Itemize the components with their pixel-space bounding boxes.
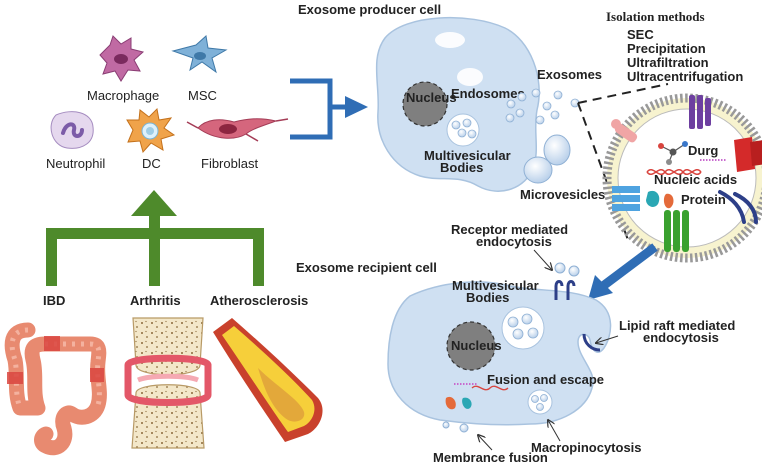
protein-cargo-icon bbox=[646, 190, 674, 209]
macrophage-label: Macrophage bbox=[87, 88, 159, 103]
producer-mvb-label-2: Bodies bbox=[440, 160, 483, 175]
receptor-label-2: endocytosis bbox=[476, 234, 552, 249]
fibroblast-label: Fibroblast bbox=[201, 156, 258, 171]
protein-label: Protein bbox=[681, 192, 726, 207]
producer-cell bbox=[375, 16, 540, 192]
isolation-method-precipitation: Precipitation bbox=[627, 41, 706, 56]
fibroblast-icon bbox=[186, 118, 289, 142]
lipid-raft-label-1: Lipid raft mediated bbox=[619, 318, 735, 333]
membrane-protein-pink bbox=[611, 119, 638, 143]
recipient-mvb-label-1: Multivesicular bbox=[452, 278, 539, 293]
receptor-endocytosis-icon bbox=[554, 262, 580, 300]
artery-icon bbox=[213, 318, 323, 442]
joint-icon bbox=[124, 317, 212, 449]
macropinocytosis-icon bbox=[527, 389, 553, 415]
released-cargo-icon bbox=[445, 383, 509, 410]
recipient-title: Exosome recipient cell bbox=[296, 260, 437, 275]
neutrophil-label: Neutrophil bbox=[46, 156, 105, 171]
exosome-to-recipient-arrow bbox=[588, 243, 658, 300]
cells-to-producer-arrow bbox=[290, 78, 368, 140]
microvesicles-label: Microvesicles bbox=[520, 187, 605, 202]
macropinocytosis-label: Macropinocytosis bbox=[531, 440, 642, 455]
isolation-method-ultracentrifugation: Ultracentrifugation bbox=[627, 69, 743, 84]
producer-nucleus bbox=[402, 81, 448, 127]
exosomes-label: Exosomes bbox=[537, 67, 602, 82]
dc-label: DC bbox=[142, 156, 161, 171]
membrane-protein-purple bbox=[689, 95, 711, 129]
recipient-nucleus bbox=[446, 321, 496, 371]
recipient-cell bbox=[387, 281, 612, 426]
recipient-mvb bbox=[501, 306, 545, 350]
colon-icon bbox=[4, 322, 107, 456]
membrane-fusion-label: Membrance fusion bbox=[433, 450, 548, 465]
fusion-escape-label: Fusion and escape bbox=[487, 372, 604, 387]
neutrophil-icon bbox=[50, 111, 94, 149]
disease-to-cells-arrow bbox=[46, 190, 264, 286]
msc-label: MSC bbox=[188, 88, 217, 103]
atherosclerosis-label: Atherosclerosis bbox=[210, 293, 308, 308]
macrophage-icon bbox=[99, 35, 145, 82]
msc-icon bbox=[171, 35, 228, 74]
membrane-receptor-navy bbox=[718, 190, 758, 224]
producer-title: Exosome producer cell bbox=[298, 2, 441, 17]
exosome-vesicles bbox=[505, 88, 580, 125]
receptor-label-1: Receptor mediated bbox=[451, 222, 568, 237]
exosome-zoom bbox=[602, 93, 762, 263]
producer-mvb bbox=[446, 113, 480, 147]
recipient-mvb-label-2: Bodies bbox=[466, 290, 509, 305]
endosomes-label: Endosomes bbox=[451, 86, 525, 101]
lipid-raft-label-2: endocytosis bbox=[643, 330, 719, 345]
drug-molecule-icon bbox=[658, 141, 688, 165]
dc-icon bbox=[126, 107, 176, 154]
arthritis-label: Arthritis bbox=[130, 293, 181, 308]
ibd-label: IBD bbox=[43, 293, 65, 308]
nucleic-acids-label: Nucleic acids bbox=[654, 172, 737, 187]
membrane-protein-blue bbox=[612, 186, 640, 211]
recipient-nucleus-label: Nucleus bbox=[451, 338, 502, 353]
zoom-line-top bbox=[577, 83, 669, 104]
isolation-method-ultrafiltration: Ultrafiltration bbox=[627, 55, 709, 70]
membrane-fusion-icon bbox=[442, 421, 469, 433]
lipid-raft-icon bbox=[582, 333, 601, 352]
nucleic-acid-icon bbox=[646, 159, 726, 175]
drug-label: Durg bbox=[688, 143, 718, 158]
producer-mvb-label-1: Multivesicular bbox=[424, 148, 511, 163]
isolation-method-sec: SEC bbox=[627, 27, 654, 42]
producer-nucleus-label: Nucleus bbox=[406, 90, 457, 105]
microvesicles-icon bbox=[523, 134, 571, 184]
isolation-title: Isolation methods bbox=[606, 9, 705, 24]
membrane-protein-red bbox=[734, 137, 762, 172]
membrane-protein-green bbox=[664, 210, 689, 252]
